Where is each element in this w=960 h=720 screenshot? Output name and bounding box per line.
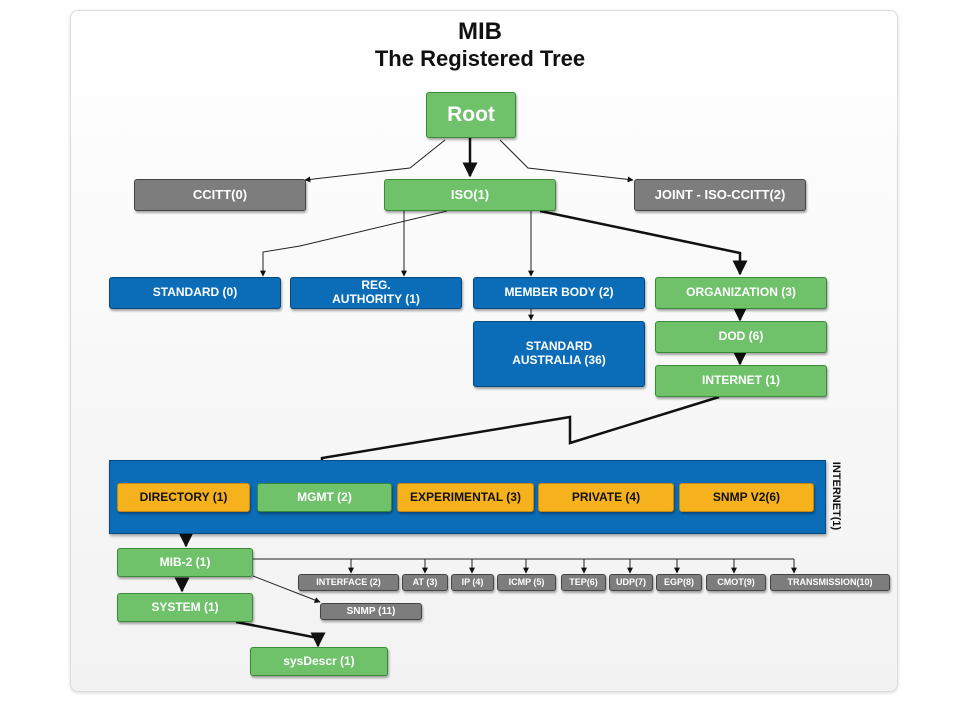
node-tep: TEP(6) bbox=[561, 574, 606, 591]
node-internet: INTERNET (1) bbox=[655, 365, 827, 397]
node-private: PRIVATE (4) bbox=[538, 483, 674, 512]
diagram-subtitle: The Registered Tree bbox=[374, 46, 586, 71]
node-joint-iso-ccitt: JOINT - ISO-CCITT(2) bbox=[634, 179, 806, 211]
edge-iso-organization bbox=[539, 209, 748, 276]
node-cmot: CMOT(9) bbox=[706, 574, 766, 591]
node-mgmt: MGMT (2) bbox=[257, 483, 392, 512]
node-directory: DIRECTORY (1) bbox=[117, 483, 250, 512]
edge-root-joint bbox=[499, 139, 634, 183]
diagram-title: MIB bbox=[458, 18, 502, 45]
node-system: SYSTEM (1) bbox=[117, 593, 253, 622]
node-standard-australia: STANDARD AUSTRALIA (36) bbox=[473, 321, 645, 387]
node-transmission: TRANSMISSION(10) bbox=[770, 574, 890, 591]
node-reg-authority: REG. AUTHORITY (1) bbox=[290, 277, 462, 309]
edge-mib2-snmp bbox=[252, 575, 321, 603]
node-snmp-v2: SNMP V2(6) bbox=[679, 483, 814, 512]
edge-system-sysdescr bbox=[235, 620, 326, 648]
node-ip: IP (4) bbox=[451, 574, 494, 591]
node-icmp: ICMP (5) bbox=[497, 574, 556, 591]
internet-side-label: INTERNET(1) bbox=[830, 461, 842, 531]
node-root: Root bbox=[426, 92, 516, 138]
node-iso: ISO(1) bbox=[384, 179, 556, 211]
node-organization: ORGANIZATION (3) bbox=[655, 277, 827, 309]
node-dod: DOD (6) bbox=[655, 321, 827, 353]
node-member-body: MEMBER BODY (2) bbox=[473, 277, 645, 309]
node-at: AT (3) bbox=[402, 574, 448, 591]
node-sysdescr: sysDescr (1) bbox=[250, 647, 388, 676]
node-snmp: SNMP (11) bbox=[320, 603, 422, 620]
node-interface: INTERFACE (2) bbox=[298, 574, 399, 591]
node-udp: UDP(7) bbox=[609, 574, 653, 591]
node-experimental: EXPERIMENTAL (3) bbox=[397, 483, 534, 512]
edge-root-ccitt bbox=[304, 139, 446, 183]
node-standard: STANDARD (0) bbox=[109, 277, 281, 309]
node-ccitt: CCITT(0) bbox=[134, 179, 306, 211]
node-mib-2: MIB-2 (1) bbox=[117, 548, 253, 577]
node-egp: EGP(8) bbox=[656, 574, 702, 591]
edge-iso-standard bbox=[260, 210, 448, 277]
